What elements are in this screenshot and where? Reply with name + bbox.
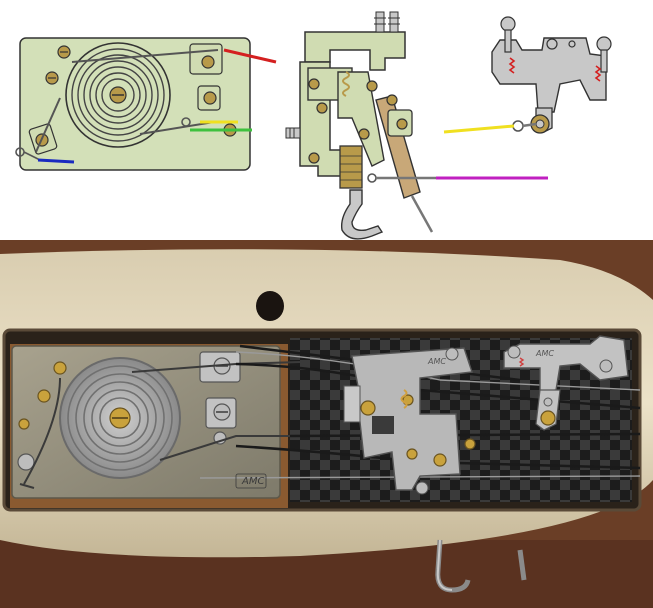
logo-latch: AMC bbox=[427, 357, 446, 366]
logo-bracket: AMC bbox=[535, 349, 554, 358]
bracket-module-diagram bbox=[443, 16, 612, 134]
blue-wire bbox=[37, 158, 75, 164]
side-screw bbox=[285, 127, 301, 139]
pivot-arm bbox=[337, 71, 385, 167]
latch-module-diagram bbox=[285, 11, 548, 240]
photo-latch-assembly: AMC bbox=[343, 347, 476, 495]
red-wire bbox=[223, 48, 277, 64]
right-bracket bbox=[491, 37, 607, 113]
mid-spring-arm bbox=[139, 121, 215, 135]
photo-right-bracket: AMC bbox=[503, 335, 629, 431]
photo-svg: AMC AMC AMC bbox=[0, 240, 653, 608]
bracket-screws bbox=[500, 16, 612, 73]
photo-spiral-spring bbox=[59, 357, 181, 479]
logo-plate: AMC bbox=[241, 476, 264, 487]
top-screw-left bbox=[375, 11, 385, 33]
diagram-svg bbox=[15, 11, 612, 240]
spring-module-diagram bbox=[15, 37, 277, 171]
mechanism-diagram bbox=[0, 0, 653, 240]
wooden-slide bbox=[375, 95, 421, 199]
threaded-post bbox=[339, 145, 363, 189]
hook bbox=[340, 189, 384, 240]
yellow-wire-right bbox=[443, 124, 515, 134]
photo-brass-screws bbox=[18, 361, 67, 430]
bracket-springs bbox=[508, 57, 602, 82]
top-screw-right bbox=[389, 11, 399, 33]
upper-spring-arm bbox=[71, 49, 219, 63]
lower-spring-arm bbox=[35, 97, 61, 153]
slide-rod bbox=[410, 195, 434, 233]
latch-spring bbox=[342, 71, 350, 97]
mechanism-photo: AMC AMC AMC bbox=[0, 240, 653, 608]
body-hole bbox=[256, 291, 284, 321]
